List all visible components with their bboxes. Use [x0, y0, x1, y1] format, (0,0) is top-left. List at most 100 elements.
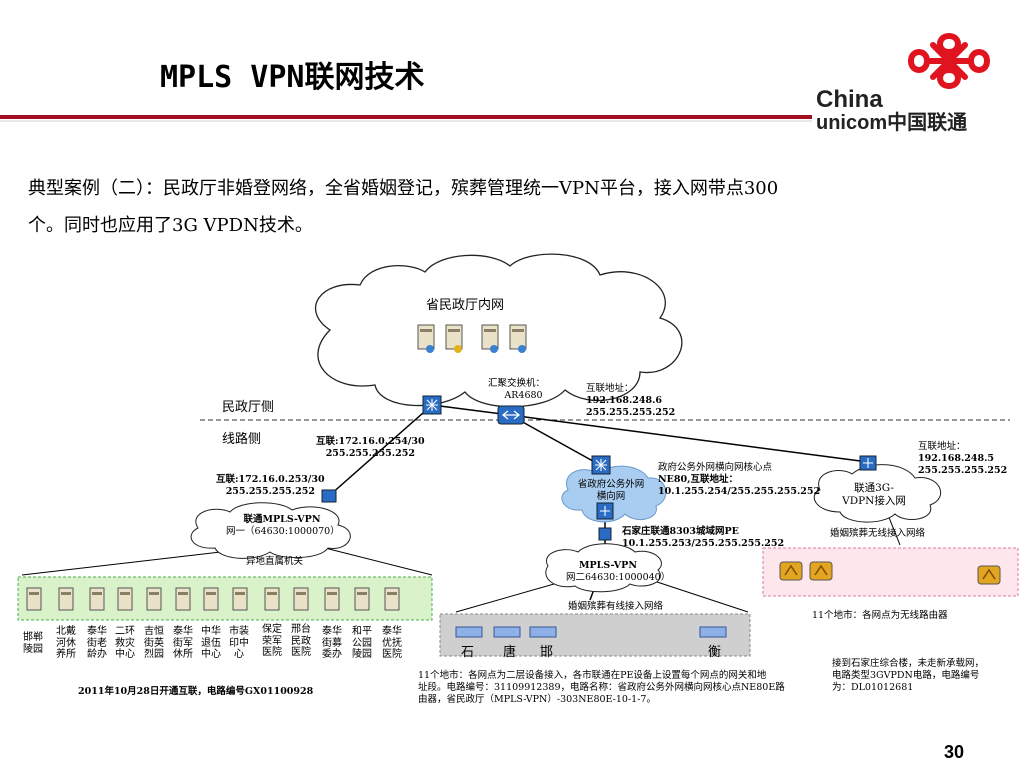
remote-server-icon	[117, 587, 133, 611]
vpdn-note: 接到石家庄综合楼，未走新承载网， 电路类型3GVPDN电路，电路编号 为：DL0…	[832, 658, 984, 694]
server-icon	[445, 324, 463, 353]
wired-note: 11个地市：各网点为二层设备接入，各市联通在PE设备上设置每个网点的网关和地 址…	[418, 670, 785, 706]
pe-note-label: 石家庄联通8303城域网PE 10.1.255.253/255.255.255.…	[622, 526, 784, 550]
remote-unit-label: 泰华街募委办	[322, 626, 342, 660]
pe-note-line: 石家庄联通8303城域网PE	[622, 526, 739, 537]
core-ip-line: 192.168.248.6	[586, 395, 663, 406]
wired-switch-icon	[455, 626, 483, 638]
server-icon	[509, 324, 527, 353]
mpls-cloud-one-label: 联通MPLS-VPN 网一（64630:1000070）	[226, 514, 340, 538]
gov-core-line: 政府公务外网横向网核心点	[658, 462, 773, 473]
core-switch-label-line: 汇聚交换机：	[488, 378, 546, 389]
pe-note-line: 10.1.255.253/255.255.255.252	[622, 538, 785, 549]
vpdn-cloud-line: VDPN接入网	[842, 495, 906, 507]
remote-server-icon	[232, 587, 248, 611]
vpdn-cloud-label: 联通3G- VDPN接入网	[838, 482, 910, 508]
vpdn-note-line: 电路类型3GVPDN电路，电路编号	[832, 670, 980, 681]
router-icon	[321, 489, 337, 503]
wired-access-title: 婚姻殡葬有线接入网络	[568, 601, 664, 612]
server-icon	[417, 324, 435, 353]
wired-note-line: 11个地市：各网点为二层设备接入，各市联通在PE设备上设置每个网点的网关和地	[418, 670, 767, 681]
link-a-label: 互联:172.16.0.254/30 255.255.255.252	[316, 436, 425, 460]
gov-core-label: 政府公务外网横向网核心点 NE80,互联地址： 10.1.255.254/255…	[658, 462, 820, 498]
gov-cloud-label: 省政府公务外网 横向网	[573, 479, 649, 503]
core-ip-line: 255.255.255.252	[586, 407, 676, 418]
right-ip-line: 255.255.255.252	[918, 465, 1008, 476]
remote-unit-label: 北戴河休养所	[56, 626, 76, 660]
china-unicom-logo	[897, 30, 1001, 120]
right-ip-label: 互联地址： 192.168.248.5 255.255.255.252	[918, 441, 1007, 477]
link-b-line: 互联:172.16.0.253/30	[216, 474, 325, 485]
remote-server-icon	[58, 587, 74, 611]
vpdn-cloud-line: 联通3G-	[854, 482, 894, 494]
remote-server-icon	[203, 587, 219, 611]
page-number: 30	[943, 742, 964, 762]
wireless-note: 11个地市：各网点为无线路由器	[812, 610, 948, 621]
remote-unit-label: 邢台民政医院	[291, 624, 311, 658]
link-a-line: 255.255.255.252	[325, 448, 415, 459]
remote-units-box	[17, 576, 433, 621]
remote-unit-label: 市装印中心	[229, 626, 249, 660]
remote-server-icon	[175, 587, 191, 611]
city-label: 唐	[503, 645, 517, 660]
link-a-line: 互联:172.16.0.254/30	[316, 436, 425, 447]
core-ip-label: 互联地址： 192.168.248.6 255.255.255.252	[586, 383, 675, 419]
core-switch-icon	[497, 405, 525, 425]
router-icon	[591, 455, 611, 475]
remote-unit-label: 中华退伍中心	[201, 626, 221, 660]
mpls-cloud-two-line: 网二64630:1000040）	[566, 572, 671, 583]
wired-switch-icon	[699, 626, 727, 638]
wired-note-line: 由器，省民政厅（MPLS-VPN）-303NE80E-10-1-7。	[418, 694, 656, 705]
right-ip-line: 192.168.248.5	[918, 453, 995, 464]
remote-unit-label: 泰华优抚医院	[382, 626, 402, 660]
gov-core-line: 10.1.255.254/255.255.255.252	[658, 486, 821, 497]
remote-units-title: 异地直属机关	[246, 556, 304, 567]
link-b-line: 255.255.255.252	[225, 486, 315, 497]
remote-unit-label: 保定荣军医院	[262, 624, 282, 658]
wired-switch-icon	[529, 626, 557, 638]
provincial-intranet-label: 省民政厅内网	[426, 298, 505, 313]
line-side-label: 线路侧	[222, 432, 262, 447]
remote-server-icon	[26, 587, 42, 611]
router-icon	[859, 455, 877, 471]
mpls-vpn-cloud-two	[545, 543, 662, 593]
city-label: 石	[461, 645, 475, 660]
remote-server-icon	[146, 587, 162, 611]
intro-line-2: 个。同时也应用了3G VPDN技术。	[28, 215, 313, 236]
wireless-router-icon	[977, 565, 1001, 585]
mpls-vpn-cloud-one	[190, 502, 351, 559]
unicom-knot-icon	[907, 32, 991, 90]
page-title: MPLS VPN联网技术	[160, 60, 425, 95]
remote-unit-label: 和平公园陵园	[352, 626, 372, 660]
core-switch-label: 汇聚交换机： AR4680	[488, 378, 545, 402]
header-rule	[0, 115, 812, 122]
remote-unit-label: 邯郸陵园	[23, 632, 43, 655]
link-b-label: 互联:172.16.0.253/30 255.255.255.252	[216, 474, 325, 498]
wired-switch-icon	[493, 626, 521, 638]
remote-unit-label: 二环救灾中心	[115, 626, 135, 660]
core-ip-line: 互联地址：	[586, 383, 634, 394]
city-label: 邯	[540, 645, 554, 660]
core-switch-label-line: AR4680	[504, 390, 543, 401]
remote-unit-label: 泰华街老龄办	[87, 626, 107, 660]
wireless-access-box	[762, 547, 1019, 597]
remote-server-icon	[89, 587, 105, 611]
remote-server-icon	[324, 587, 340, 611]
vpdn-note-line: 接到石家庄综合楼，未走新承载网，	[832, 658, 985, 669]
logo-wordmark-china: China	[816, 86, 883, 113]
gov-cloud-line: 省政府公务外网	[577, 479, 645, 490]
remote-unit-label: 吉恒街英烈园	[144, 626, 164, 660]
remote-server-icon	[264, 587, 280, 611]
remote-server-icon	[384, 587, 400, 611]
vpdn-note-line: 为：DL01012681	[832, 682, 914, 693]
mpls-cloud-two-label: MPLS-VPN 网二64630:1000040）	[566, 560, 671, 584]
wireless-access-title: 婚姻殡葬无线接入网络	[830, 528, 926, 539]
mpls-cloud-one-line: 网一（64630:1000070）	[226, 526, 340, 537]
mpls-cloud-two-line: MPLS-VPN	[579, 560, 637, 571]
remote-date-note: 2011年10月28日开通互联，电路编号GX01100928	[78, 686, 314, 697]
remote-server-icon	[354, 587, 370, 611]
gov-core-line: NE80,互联地址：	[658, 474, 738, 485]
gov-cloud-line: 横向网	[596, 491, 626, 502]
wireless-router-icon	[809, 561, 833, 581]
